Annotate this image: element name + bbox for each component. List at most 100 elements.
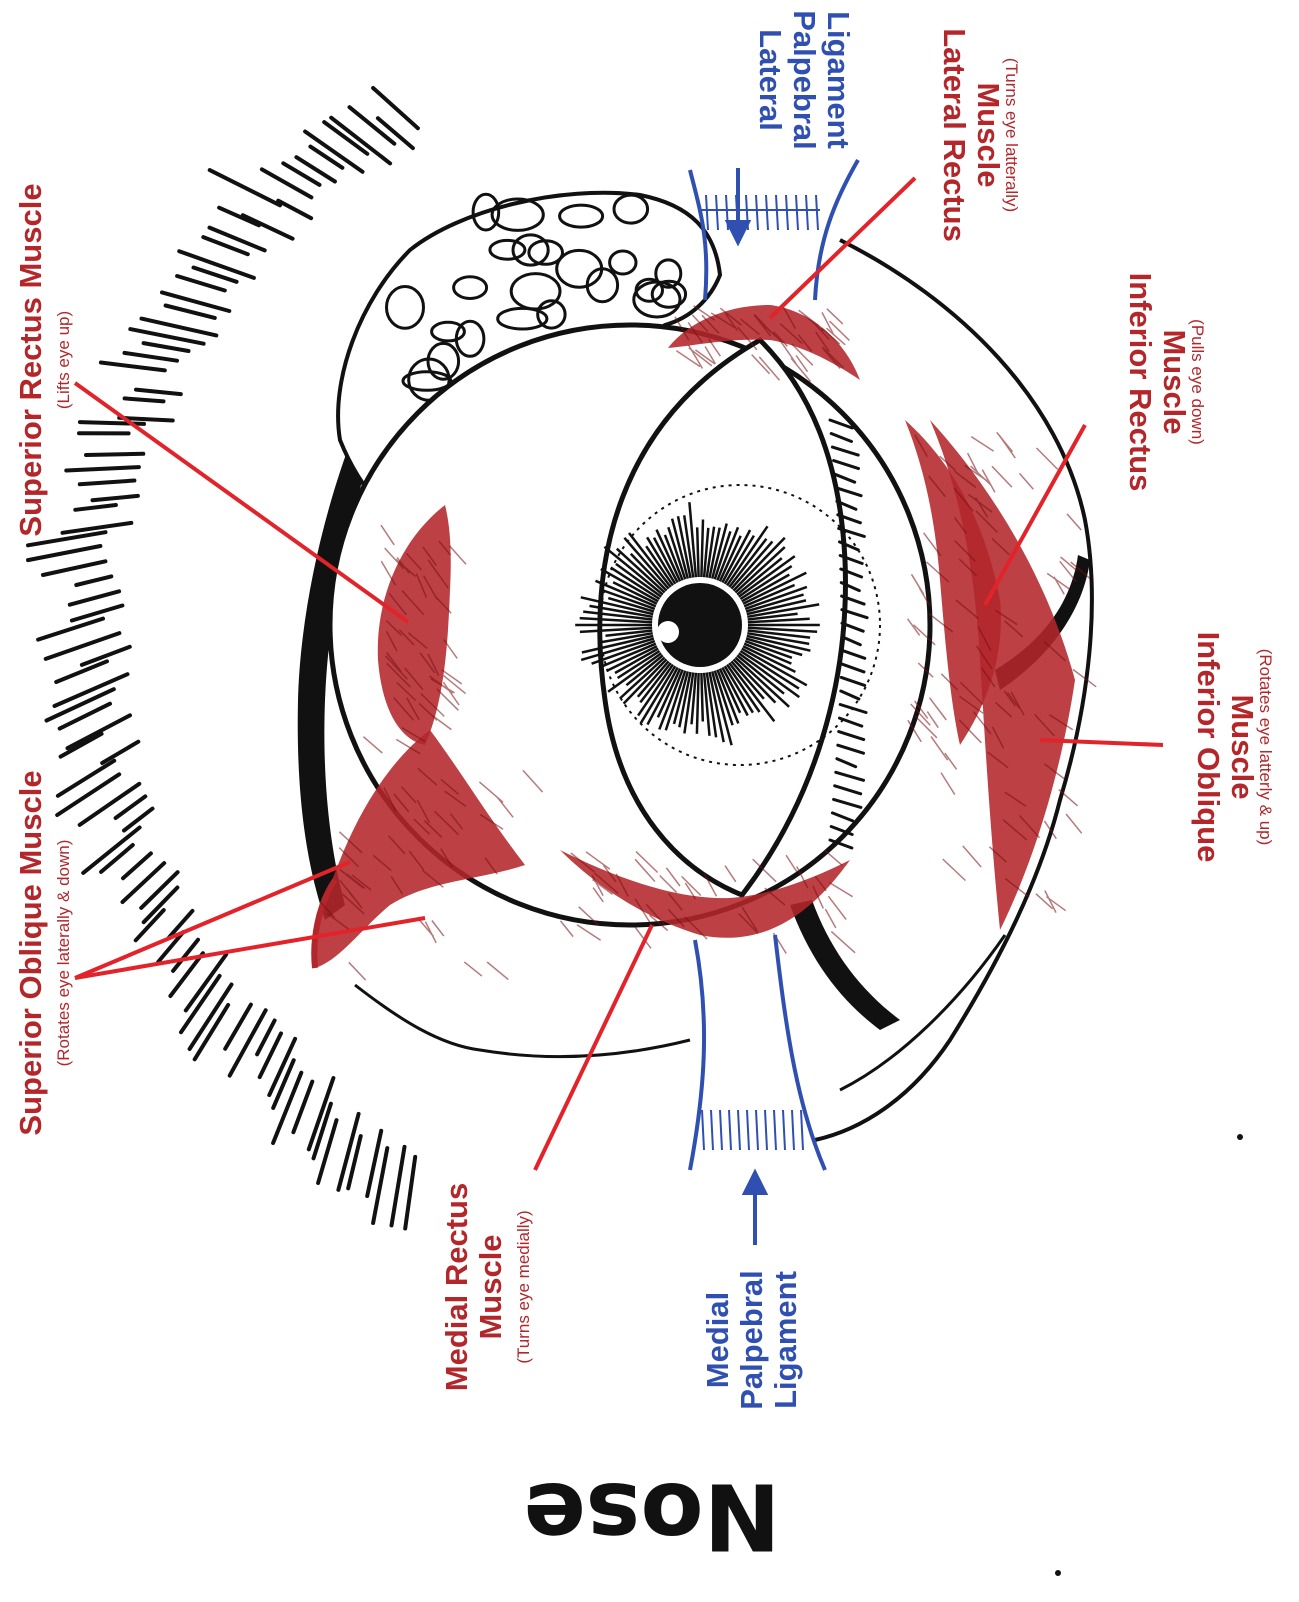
muscle-fibre [1020,473,1034,489]
muscle-fibre [931,736,948,760]
label-inferior-oblique: Inferior Oblique Muscle (Rotates eye lat… [1191,632,1275,863]
muscle-fibre [999,435,1015,458]
eyebrow-hair [66,467,139,470]
ligament-fibre [756,195,758,230]
muscle-fibre [1037,448,1058,469]
ligament-fibre [792,1110,794,1150]
eyebrow-hair [75,505,116,510]
ligament-fibre [716,195,718,230]
ligament-fibre [765,1110,767,1150]
eyebrow-hair [278,201,311,219]
medial-palpebral-line-1: Medial [700,1292,735,1388]
label-medial-rectus: Medial Rectus Muscle (Turns eye medially… [439,1183,533,1391]
orbit-shading-lower [790,900,900,1030]
ligament-fibre [783,1110,785,1150]
label-superior-oblique: Superior Oblique Muscle (Rotates eye lat… [13,770,73,1135]
inferior-rectus-line-1: Inferior Rectus [1123,273,1158,492]
ligament-fibre [766,195,768,230]
muscle-fibre [1047,573,1070,589]
muscle-fibre [464,962,482,976]
eyebrow-hair [101,845,133,872]
muscle-fibre [1054,577,1064,594]
eyebrow-hair [43,561,105,575]
muscle-fibre [963,846,981,867]
leader-superior-oblique-1 [75,862,350,978]
eyebrow-hair [219,208,259,226]
muscle-fibre [971,437,993,452]
eyebrow-hair [144,888,178,923]
muscle-fibre [830,883,853,897]
medial-ligament-arrow [745,1173,765,1245]
muscle-fibre [487,962,508,980]
ligament-fibre [711,1110,713,1150]
medial-rectus-line-1: Medial Rectus [439,1183,474,1391]
eyebrow-hair [405,1157,415,1229]
label-medial-palpebral-ligament: Medial Palpebral Ligament [700,1270,803,1410]
lateral-ligament-arrow [728,168,748,242]
inferior-rectus-note: (Pulls eye down) [1188,319,1207,445]
eyebrow-hair [144,343,189,351]
eyebrow-hair [210,228,265,251]
lateral-palpebral-line-3: Ligament [821,11,856,149]
label-lateral-rectus: Lateral Rectus Muscle (Turns eye lattera… [937,28,1021,242]
eyebrow-hair [72,606,123,621]
ligament-fibre [756,1110,758,1150]
eye-illustration [28,88,1096,1245]
eyebrow-hair [123,853,151,878]
superior-rectus-note: (Lifts eye up) [54,311,73,409]
eyebrow-hair [57,774,119,815]
pupil-highlight [657,621,679,643]
ligament-fibre [774,1110,776,1150]
eyebrow-hair [243,215,293,239]
lateral-palpebral-line-1: Lateral [753,29,788,131]
medial-palpebral-line-3: Ligament [768,1271,803,1409]
eyebrow-hair [125,353,178,361]
eyebrow-hair [63,523,132,533]
muscle-fibre [561,921,574,937]
eyebrow-hair [392,1147,405,1226]
muscle-fibre [577,925,601,941]
ligament-fibre [729,1110,731,1150]
eyebrow-hair [177,276,225,291]
medial-palpebral-line-2: Palpebral [734,1270,769,1410]
eyebrow-hair [136,390,181,395]
muscle-fibre [432,921,444,937]
eyebrow-hair [230,1010,266,1075]
medial-rectus-note: (Turns eye medially) [514,1210,533,1363]
muscle-fibre [943,859,966,881]
inferior-oblique-line-1: Inferior Oblique [1191,632,1226,863]
muscle-fibre [1061,557,1078,571]
label-superior-rectus: Superior Rectus Muscle (Lifts eye up) [13,183,73,536]
ligament-fibre [786,195,788,230]
superior-oblique-note: (Rotates eye laterally & down) [54,840,73,1067]
ligament-fibre [796,195,798,230]
superior-rectus-title: Superior Rectus Muscle [13,183,48,536]
nose-label: Nose [523,1463,780,1570]
muscle-fibre [824,850,842,866]
inferior-rectus-line-2: Muscle [1157,329,1192,434]
leader-medial-rectus [535,925,652,1170]
superior-oblique-title: Superior Oblique Muscle [13,770,48,1135]
eyebrow-hair [70,591,119,604]
muscle-fibre [825,909,835,928]
eyebrow-hair [123,863,165,902]
lateral-palpebral-line-2: Palpebral [787,10,822,150]
muscle-fibre [1066,814,1082,833]
eyebrow-hair [58,761,114,796]
speck [1237,1134,1243,1140]
leader-superior-oblique-2 [75,918,425,978]
iris-ray [697,673,699,734]
eyebrow-hair [116,796,146,818]
muscle-fibre [828,896,846,919]
muscle-fibre [927,712,938,728]
muscle-fibre [930,698,947,720]
eyebrow-hair [86,454,143,455]
muscle-fibre [349,962,366,980]
ligament-fibre [706,195,708,230]
eyebrow-hair [102,742,138,763]
eyebrow-hair [28,546,100,560]
ligament-fibre [702,1110,704,1150]
eyebrow-hair [83,828,139,873]
ligament-fibre [720,1110,722,1150]
ligament-fibre [801,1110,803,1150]
